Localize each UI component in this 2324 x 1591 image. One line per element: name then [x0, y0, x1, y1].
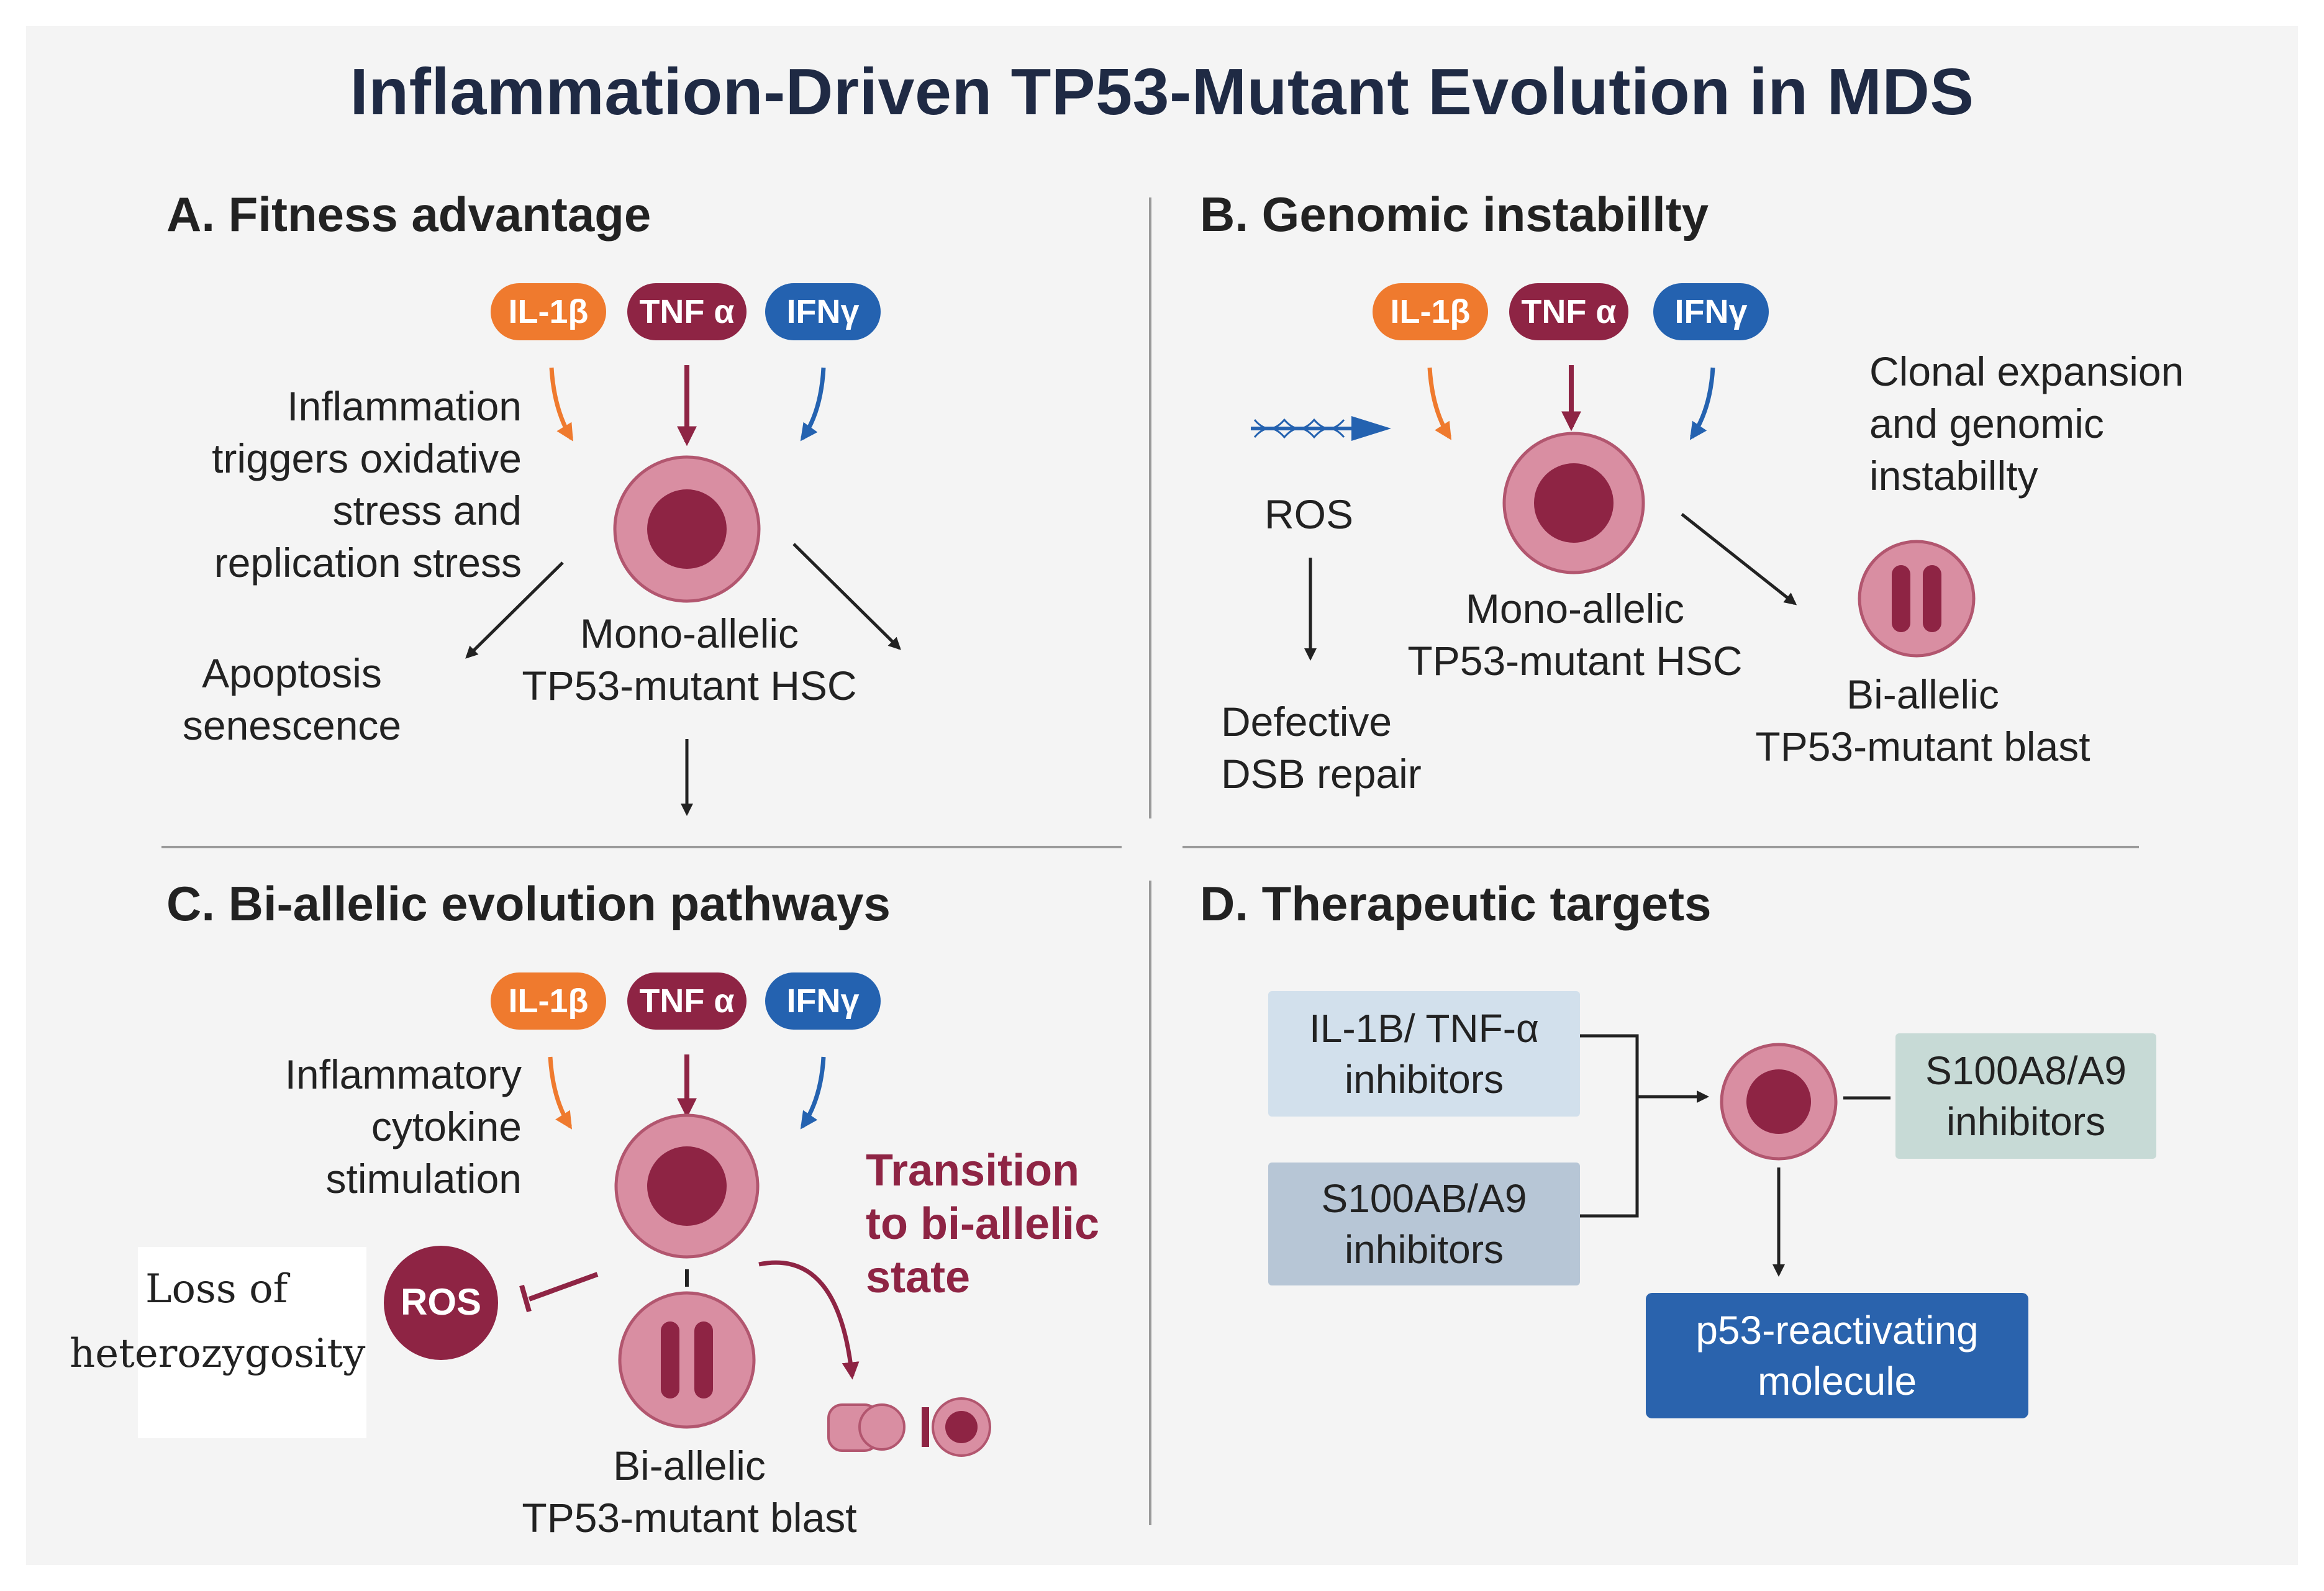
mono-allelic-hsc-label-b: Mono-allelic TP53-mutant HSC: [1407, 586, 1743, 684]
bi-allelic-blast-cell-c: [618, 1291, 756, 1429]
tnfa-badge: TNF α: [627, 972, 747, 1030]
ifng-arrow: [800, 367, 826, 442]
horizontal-divider-left: [161, 846, 1122, 848]
expansion-arrow: [1681, 513, 1797, 605]
cytokine-stimulation-text: Inflammatory cytokine stimulation: [284, 1051, 522, 1202]
il1b-arrow: [1427, 367, 1452, 440]
panel-b-heading: B. Genomic instabillty: [1200, 187, 1709, 242]
tnfa-badge: TNF α: [1509, 283, 1628, 340]
il1b-badge: IL-1β: [491, 972, 606, 1030]
s100a8-a9-inhibitors-box: S100A8/A9 inhibitors: [1895, 1033, 2156, 1159]
ifng-badge: IFNγ: [765, 972, 881, 1030]
right-branch-arrow: [792, 543, 901, 650]
bi-allelic-blast-label-c: Bi-allelic TP53-mutant blast: [522, 1443, 857, 1541]
vertical-divider-bottom: [1149, 881, 1151, 1525]
dna-strand-icon: [1251, 416, 1391, 441]
panel-c-heading: C. Bi-allelic evolution pathways: [166, 876, 891, 931]
defective-dsb-repair-text: Defective DSB repair: [1221, 699, 1422, 797]
hsc-cell-b: [1502, 432, 1645, 574]
ros-label-b: ROS: [1264, 491, 1354, 537]
il1b-badge: IL-1β: [491, 283, 606, 340]
inflammation-stress-text: Inflammation triggers oxidative stress a…: [212, 383, 522, 586]
loh-label-box: [138, 1247, 366, 1438]
transition-arrow: [758, 1260, 860, 1380]
apoptosis-arrow: [465, 561, 564, 659]
vertical-divider-top: [1149, 197, 1151, 818]
ifng-badge: IFNγ: [1653, 283, 1769, 340]
ifng-badge: IFNγ: [765, 283, 881, 340]
hsc-cell-c: [614, 1113, 760, 1259]
il1b-tnfa-inhibitors-box: IL-1B/ TNF-α inhibitors: [1268, 991, 1580, 1117]
panel-d-heading: D. Therapeutic targets: [1200, 876, 1712, 931]
transition-bi-allelic-text: Transition to bi-allelic state: [866, 1146, 1100, 1302]
ros-inhibition-line: [519, 1272, 599, 1313]
il1b-badge: IL-1β: [1373, 283, 1488, 340]
ifng-arrow: [1689, 367, 1715, 440]
hsc-cell-a: [613, 455, 761, 603]
ros-circle-c: [384, 1246, 498, 1360]
apoptosis-senescence-text: Apoptosis senescence: [182, 650, 402, 748]
s100ab-a9-inhibitors-box: S100AB/A9 inhibitors: [1268, 1163, 1580, 1285]
il1b-arrow: [549, 367, 573, 442]
bracket-connector: [1580, 1034, 1639, 1218]
tnfa-badge: TNF α: [627, 283, 747, 340]
progeny-cells-icon: [827, 1397, 991, 1457]
ros-label-c: ROS: [400, 1281, 482, 1323]
panel-a-heading: A. Fitness advantage: [166, 187, 651, 242]
il1b-arrow: [548, 1056, 573, 1130]
target-cell-d: [1720, 1043, 1838, 1161]
horizontal-divider-right: [1182, 846, 2139, 848]
bi-allelic-blast-label-b: Bi-allelic TP53-mutant blast: [1755, 671, 2090, 769]
ifng-arrow: [800, 1056, 826, 1130]
clonal-expansion-text: Clonal expansion and genomic instabillty: [1869, 348, 2184, 499]
mono-allelic-hsc-label-a: Mono-allelic TP53-mutant HSC: [522, 610, 857, 709]
loss-of-heterozygosity-text: Loss of heterozygosity: [70, 1266, 366, 1377]
page-title: Inflammation-Driven TP53-Mutant Evolutio…: [350, 55, 1974, 129]
bi-allelic-blast-cell-b: [1858, 540, 1976, 658]
p53-reactivating-molecule-box: p53-reactivating molecule: [1646, 1293, 2028, 1418]
